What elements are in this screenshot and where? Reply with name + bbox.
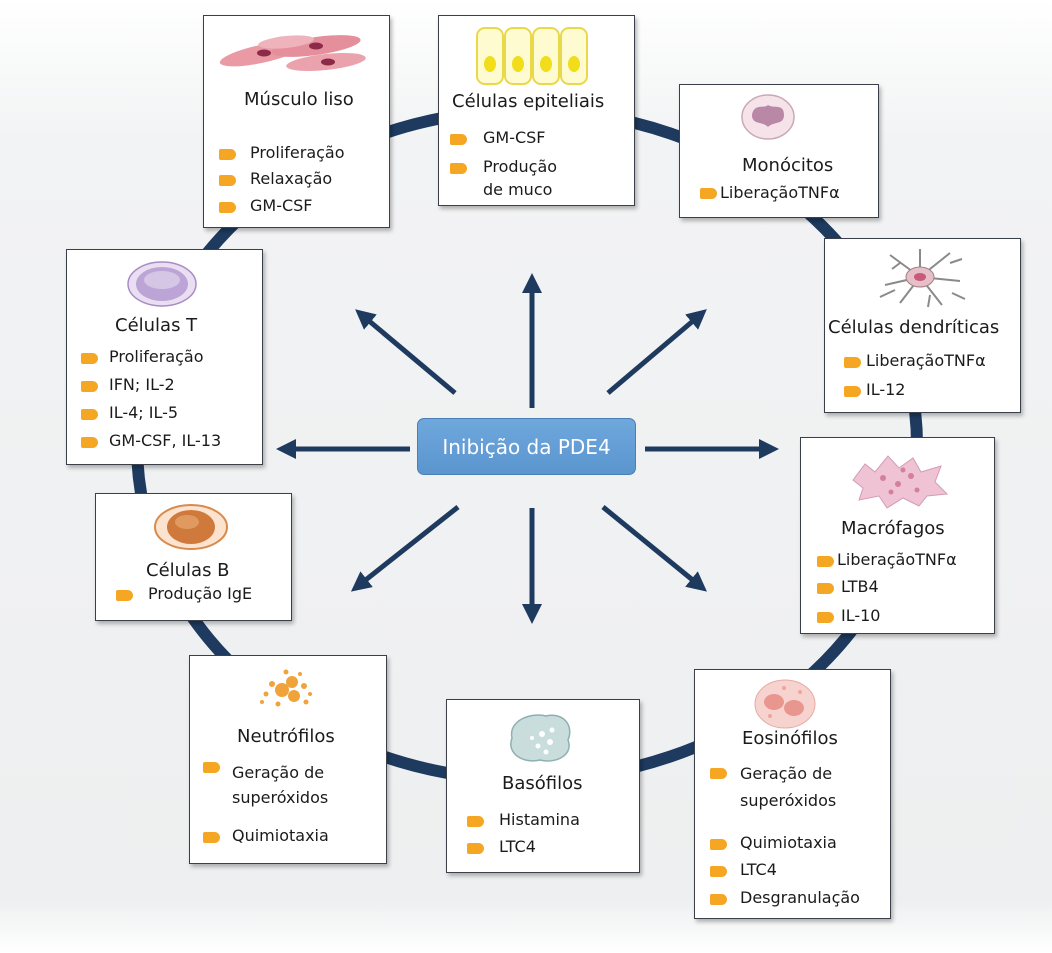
bullet-icon — [116, 590, 133, 601]
box-basofilos: Basófilos Histamina LTC4 — [446, 699, 640, 873]
epiteliais-title: Células epiteliais — [452, 91, 605, 112]
macrophage-icon — [852, 455, 949, 509]
neutrofilos-item-1: Geração de — [232, 763, 325, 782]
bullet-icon — [81, 437, 98, 448]
bullet-icon — [710, 839, 727, 850]
dendritic-cell-icon — [879, 249, 966, 308]
musculo-item-1: Proliferação — [250, 143, 345, 162]
bullet-icon — [710, 866, 727, 877]
bullet-icon — [467, 816, 484, 827]
box-celulas-t: Células T Proliferação IFN; IL-2 IL-4; I… — [66, 249, 263, 465]
b-cell-icon — [154, 504, 228, 550]
celulas-t-title: Células T — [115, 315, 198, 336]
eosinofilos-item-2: superóxidos — [740, 791, 837, 810]
bullet-icon — [467, 843, 484, 854]
basofilos-item-2: LTC4 — [499, 837, 536, 856]
macrofagos-item-1: LiberaçãoTNFα — [837, 550, 957, 569]
box-musculo-liso: Músculo liso Proliferação Relaxação GM-C… — [203, 15, 390, 228]
basofilos-item-1: Histamina — [499, 810, 580, 829]
bullet-icon — [81, 381, 98, 392]
center-label: Inibição da PDE4 — [442, 434, 611, 459]
box-celulas-b: Células B Produção IgE — [95, 493, 292, 621]
bullet-icon — [203, 762, 220, 773]
monocyte-icon — [741, 94, 795, 140]
eosinofilos-title: Eosinófilos — [742, 728, 838, 749]
box-monocitos: Monócitos LiberaçãoTNFα — [679, 84, 879, 218]
dendriticas-item-1: LiberaçãoTNFα — [866, 351, 986, 370]
arrow-down-left — [350, 505, 460, 592]
musculo-item-2: Relaxação — [250, 169, 333, 188]
macrofagos-title: Macrófagos — [841, 518, 945, 539]
bullet-icon — [219, 149, 236, 160]
celulas-t-item-3: IL-4; IL-5 — [109, 403, 179, 422]
bullet-icon — [219, 175, 236, 186]
dendriticas-item-2: IL-12 — [866, 380, 906, 399]
box-macrofagos: Macrófagos LiberaçãoTNFα LTB4 IL-10 — [800, 437, 995, 634]
bullet-icon — [817, 612, 834, 623]
bullet-icon — [710, 894, 727, 905]
bullet-icon — [844, 386, 861, 397]
bullet-icon — [81, 353, 98, 364]
box-celulas-epiteliais: Células epiteliais GM-CSF Produção de mu… — [438, 15, 635, 206]
monocitos-item-1: LiberaçãoTNFα — [720, 183, 840, 202]
epiteliais-item-3: de muco — [483, 180, 553, 199]
eosinofilos-item-4: LTC4 — [740, 860, 777, 879]
box-eosinofilos: Eosinófilos Geração de superóxidos Quimi… — [694, 669, 891, 919]
celulas-t-item-4: GM-CSF, IL-13 — [109, 431, 222, 450]
basophil-icon — [510, 714, 571, 762]
arrow-up-right — [606, 309, 707, 395]
bullet-icon — [450, 134, 467, 145]
macrofagos-item-3: IL-10 — [841, 606, 881, 625]
epithelial-cells-icon — [476, 27, 588, 85]
smooth-muscle-icon — [219, 35, 366, 71]
bullet-icon — [203, 832, 220, 843]
center-pde4-box: Inibição da PDE4 — [417, 418, 636, 475]
celulas-b-title: Células B — [146, 560, 230, 581]
eosinophil-icon — [754, 679, 816, 729]
arrow-up-left — [355, 309, 457, 395]
bullet-icon — [450, 163, 467, 174]
dendriticas-title: Células dendríticas — [828, 317, 1000, 338]
neutrofilos-item-2: superóxidos — [232, 788, 329, 807]
monocitos-title: Monócitos — [742, 155, 834, 176]
musculo-liso-title: Músculo liso — [244, 89, 354, 110]
neutrofilos-title: Neutrófilos — [237, 726, 335, 747]
eosinofilos-item-3: Quimiotaxia — [740, 833, 837, 852]
bullet-icon — [817, 556, 834, 567]
bullet-icon — [817, 583, 834, 594]
celulas-t-item-2: IFN; IL-2 — [109, 375, 175, 394]
celulas-b-item-1: Produção IgE — [148, 584, 253, 603]
macrofagos-item-2: LTB4 — [841, 577, 879, 596]
bullet-icon — [710, 768, 727, 779]
eosinofilos-item-5: Desgranulação — [740, 888, 860, 907]
bullet-icon — [700, 188, 717, 199]
epiteliais-item-2: Produção — [483, 157, 558, 176]
eosinofilos-item-1: Geração de — [740, 764, 833, 783]
bullet-icon — [219, 202, 236, 213]
neutrophil-icon — [260, 669, 312, 707]
neutrofilos-item-3: Quimiotaxia — [232, 826, 329, 845]
box-neutrofilos: Neutrófilos Geração de superóxidos Quimi… — [189, 655, 387, 864]
t-cell-icon — [127, 261, 197, 307]
arrow-down-right — [601, 505, 707, 592]
epiteliais-item-1: GM-CSF — [483, 128, 546, 147]
bullet-icon — [81, 409, 98, 420]
basofilos-title: Basófilos — [502, 773, 583, 794]
bullet-icon — [844, 357, 861, 368]
box-celulas-dendriticas: Células dendríticas LiberaçãoTNFα IL-12 — [824, 238, 1021, 413]
musculo-item-3: GM-CSF — [250, 196, 313, 215]
celulas-t-item-1: Proliferação — [109, 347, 204, 366]
